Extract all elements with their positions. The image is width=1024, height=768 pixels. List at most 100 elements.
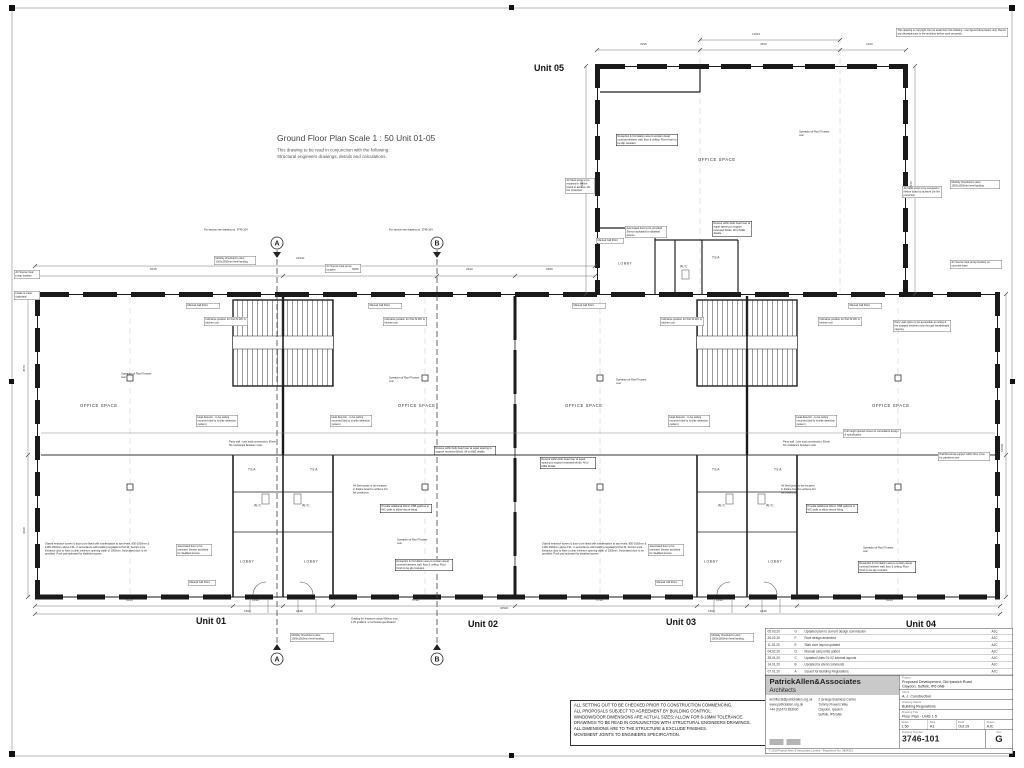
project-label: Project — [902, 676, 911, 680]
revision-rev: D — [794, 649, 797, 654]
room-label: W/C — [766, 504, 775, 508]
room-label: TEA — [248, 468, 257, 472]
room-label: TEA — [712, 256, 721, 260]
drawing-revision: G — [995, 734, 1003, 745]
firm-banner: PatrickAllen&Associates Architects — [765, 675, 899, 696]
revision-by: AJC — [991, 643, 998, 647]
annotation-note: Manual Call Point — [596, 238, 624, 244]
revision-rev: E — [794, 643, 797, 647]
annotation-note: Automated door to be provided. Sensor ac… — [176, 544, 212, 557]
revision-desc: Stair core layout updated — [804, 643, 841, 647]
dimension-text: 1800 — [708, 610, 715, 613]
unit-label: Unit 05 — [534, 63, 565, 73]
title-note-line1: This drawing to be read in conjunction w… — [277, 147, 390, 153]
annotation-note: All Steel posts to be encased in firelin… — [902, 186, 942, 199]
annotation-note: Manual Call Point — [186, 303, 220, 309]
annotation-note: Reception & Circulation area to contain … — [858, 561, 916, 574]
status-label: Drawing Status — [902, 701, 921, 705]
dimension-text: 6290 — [886, 599, 893, 602]
annotation-note: Operation of Roof Trusses over — [616, 378, 647, 385]
annotation-note: This drawing is copyright. Do not scale … — [896, 28, 1008, 37]
room-label: LOBBY — [618, 262, 633, 266]
copyright-line: © 2019 Patrick Allen & Associates Limite… — [765, 748, 1013, 754]
dimension-text: 30520 — [500, 607, 509, 610]
dimension-text: 4590 — [760, 43, 767, 46]
room-label: W/C — [680, 265, 689, 269]
contact-line: www.patrickallen.org.uk — [769, 703, 804, 707]
revision-date: 04.02.20 — [767, 649, 780, 654]
annotation-note: Air Source heat pump location — [14, 270, 40, 279]
contact-line: +44 (0)1473 833000 — [769, 707, 799, 712]
room-label: OFFICE SPACE — [565, 403, 603, 408]
annotation-note: Manual Call Point — [848, 303, 882, 309]
accreditation-logos — [766, 739, 900, 748]
annotation-note: Mobility threshold to door. 1500x1500mm … — [290, 633, 334, 642]
room-label: TEA — [774, 468, 783, 472]
revision-rev: C — [794, 656, 797, 661]
drawn-cell: Drawn AJC — [986, 721, 995, 729]
drawing-number: 3746-101 — [902, 734, 940, 744]
annotation-note: Indicative position for Part M WC & kitc… — [818, 317, 862, 326]
dimension-text: 3295 — [640, 43, 647, 46]
contact-line: architects@patrickallen.org.uk — [769, 698, 813, 702]
annotation-note: Heat detector - to be ceiling mounted (t… — [668, 415, 710, 428]
section-marker-a-bottom: A — [274, 657, 279, 664]
annotation-note: Indicative position for Part M WC & kitc… — [204, 317, 248, 326]
annotation-note: Indicative position for Part M WC & kitc… — [660, 317, 704, 326]
dimension-text: 7160 — [581, 181, 584, 188]
dimension-chains — [27, 39, 1007, 615]
annotation-note: All Steel posts to be encased in firelin… — [565, 178, 595, 194]
section-marker-b-bottom: B — [434, 657, 439, 664]
revision-by: AJC — [991, 636, 998, 641]
title-block-fields: Project Proposed Development, Old Ipswic… — [899, 676, 1013, 748]
dimension-text: 2640 — [466, 268, 473, 271]
section-marker-a-top: A — [274, 241, 279, 248]
revision-desc: Manual call points added — [804, 649, 840, 654]
annotation-note: Operation of Roof Trusses over — [121, 372, 152, 379]
annotation-note: Recess within bulk head over at equal sp… — [712, 221, 752, 237]
dimension-text: 1490 — [252, 599, 259, 602]
annotation-note: All Steel posts to be encased in firelin… — [781, 484, 816, 495]
revision-by: AJC — [991, 663, 998, 667]
annotation-note: Operation of Roof Trusses over — [389, 376, 420, 383]
annotation-note: Grading for entrance ramps 900mm max, 1:… — [351, 617, 399, 624]
drawing-title-value: Floor Plan - Units 1-5 — [902, 714, 937, 719]
annotation-note: Reception & Circulation area to contain … — [395, 559, 453, 572]
revision-rev: A — [794, 669, 797, 674]
size-cell: Size A1 — [928, 720, 957, 730]
annotation-note: Manual Call Point — [188, 580, 216, 586]
annotation-note: Manual Call Point — [655, 580, 683, 586]
general-note-line: MOVEMENT JOINTS TO ENGINEERS SPECIFICATI… — [574, 731, 680, 737]
project-field: Project Proposed Development, Old Ipswic… — [899, 676, 1013, 691]
annotation-note: Recess within bulk head over at equal sp… — [540, 457, 596, 470]
room-label: TEA — [310, 468, 319, 472]
annotation-note: Intake & meter cupboard — [14, 291, 40, 300]
revision-desc: Updated plan to current design commissio… — [804, 630, 866, 634]
revision-by: AJC — [991, 669, 998, 674]
revision-desc: Updated Units 01-02 internal layouts — [804, 656, 857, 661]
general-note-line: DRAWINGS TO BE READ IN CONJUNCTION WITH … — [574, 720, 751, 726]
section-markers: A A B B — [270, 236, 444, 666]
annotation-note: Mobility threshold to door. 1500x1500mm … — [950, 180, 1000, 189]
unit-label: Unit 03 — [666, 617, 697, 627]
drawing-title-heading: Ground Floor Plan Scale 1 : 50 Unit 01-0… — [277, 133, 436, 143]
annotation-note: For section see drawing no. 3746-104 — [204, 228, 248, 232]
contact-line: Claydon, Ipswich — [818, 707, 843, 712]
annotation-note: Mobility threshold to door. 1500x1500mm … — [214, 256, 256, 265]
annotation-note: Air Source heat pump location on concret… — [950, 260, 1002, 269]
unit-label: Unit 01 — [196, 616, 227, 626]
revision-rev: G — [794, 630, 797, 634]
dimension-text: 2100 — [866, 43, 873, 46]
room-label: W/C — [718, 504, 727, 508]
dimension-text: 2680 — [546, 268, 553, 271]
revision-date: 11.02.20 — [767, 643, 780, 647]
section-marker-b-top: B — [434, 241, 439, 248]
annotation-note: Mobility threshold to door. 1500x1500mm … — [710, 633, 754, 642]
drawing-title-field: Drawing Title Floor Plan - Units 1-5 — [899, 710, 1013, 721]
contact-line: Suffolk, IP6 0AB — [818, 712, 842, 717]
